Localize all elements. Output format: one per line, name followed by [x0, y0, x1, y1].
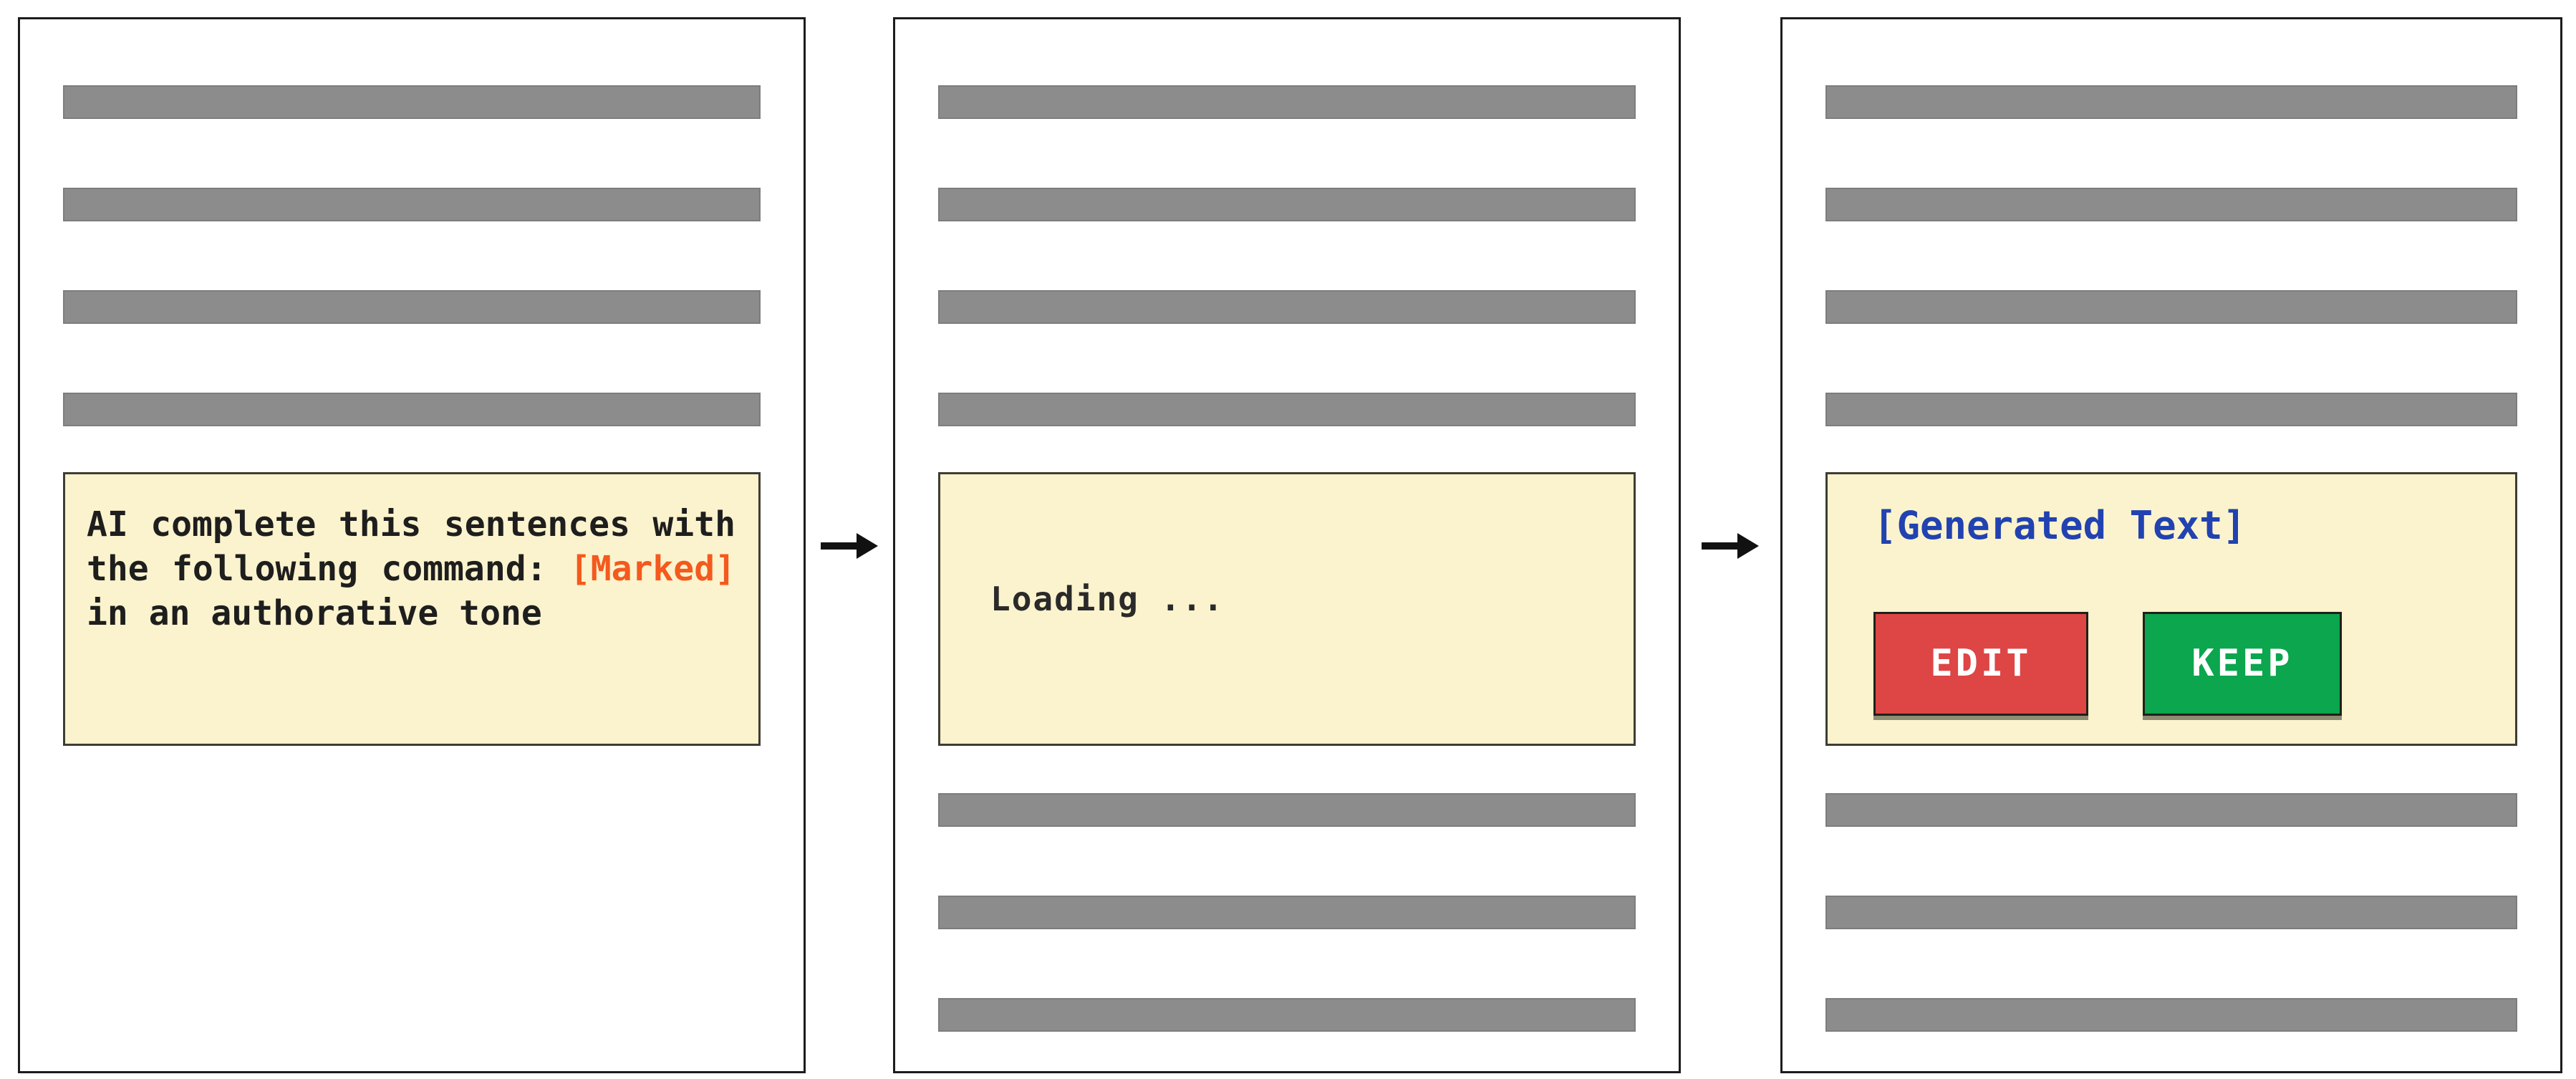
result-actions: EDIT KEEP [1873, 611, 2515, 716]
placeholder-text-line [938, 85, 1636, 119]
flow-arrow-icon [1702, 530, 1759, 562]
generated-text-label: [Generated Text] [1873, 503, 2247, 548]
prompt-command-box[interactable]: AI complete this sentences with the foll… [63, 472, 761, 746]
placeholder-text-line [1825, 85, 2517, 119]
placeholder-text-line [1825, 998, 2517, 1032]
prompt-command-text: AI complete this sentences with the foll… [87, 503, 735, 636]
document-panel-prompt: AI complete this sentences with the foll… [18, 17, 806, 1073]
placeholder-text-line [1825, 188, 2517, 221]
marked-token: [Marked] [569, 548, 735, 589]
placeholder-text-line [938, 188, 1636, 221]
placeholder-text-line [63, 85, 761, 119]
keep-button[interactable]: KEEP [2143, 611, 2342, 716]
edit-button[interactable]: EDIT [1873, 611, 2088, 716]
placeholder-text-line [1825, 290, 2517, 324]
loading-status-text: Loading ... [990, 580, 1225, 618]
placeholder-text-line [1825, 393, 2517, 426]
placeholder-text-line [63, 290, 761, 324]
prompt-text-after: in an authorative tone [87, 593, 542, 633]
placeholder-text-line [938, 393, 1636, 426]
loading-status-box: Loading ... [938, 472, 1636, 746]
document-panel-loading: Loading ... [893, 17, 1681, 1073]
prompt-text-before: AI complete this sentences with the foll… [87, 504, 735, 589]
placeholder-text-line [63, 188, 761, 221]
placeholder-text-line [1825, 793, 2517, 827]
generated-result-box: [Generated Text] EDIT KEEP [1825, 472, 2517, 746]
placeholder-text-line [938, 998, 1636, 1032]
placeholder-text-line [938, 896, 1636, 929]
placeholder-text-line [63, 393, 761, 426]
placeholder-text-line [938, 290, 1636, 324]
placeholder-text-line [938, 793, 1636, 827]
document-panel-generated: [Generated Text] EDIT KEEP [1780, 17, 2562, 1073]
flow-arrow-icon [821, 530, 878, 562]
placeholder-text-line [1825, 896, 2517, 929]
